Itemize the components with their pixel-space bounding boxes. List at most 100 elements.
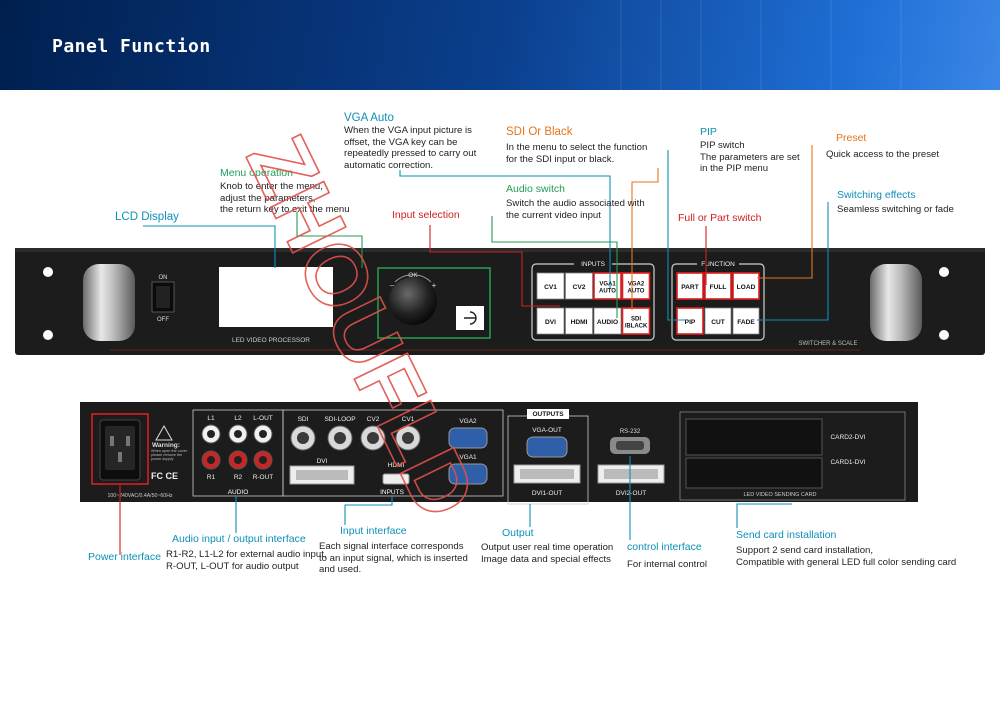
audio-port-l1[interactable]: L1 bbox=[201, 415, 221, 444]
svg-text:/BLACK: /BLACK bbox=[625, 324, 648, 330]
right-handle bbox=[870, 264, 922, 341]
full-button[interactable]: FULL bbox=[704, 272, 732, 300]
svg-text:SDI: SDI bbox=[631, 317, 641, 323]
svg-text:DVI2-OUT: DVI2-OUT bbox=[616, 490, 646, 497]
menu-knob[interactable] bbox=[389, 277, 437, 325]
control-interface-desc: For internal control bbox=[627, 559, 707, 570]
output-port-dvi1-out[interactable]: DVI1-OUT bbox=[513, 464, 581, 497]
pip-button[interactable]: PIP bbox=[676, 307, 704, 335]
input-port-hdmi[interactable]: HDMI bbox=[382, 462, 410, 485]
fade-button[interactable]: FADE bbox=[732, 307, 760, 335]
vga-auto-callout: VGA Auto bbox=[344, 112, 394, 124]
load-button[interactable]: LOAD bbox=[732, 272, 760, 300]
svg-text:R-OUT: R-OUT bbox=[253, 474, 274, 481]
card-slot-1[interactable] bbox=[685, 457, 823, 489]
svg-text:AUTO: AUTO bbox=[599, 289, 616, 295]
svg-text:LOAD: LOAD bbox=[737, 284, 756, 291]
left-handle bbox=[83, 264, 135, 341]
input-port-cv1[interactable]: CV1 bbox=[395, 416, 421, 451]
card-area-label: LED VIDEO SENDING CARD bbox=[743, 492, 816, 498]
svg-text:AUTO: AUTO bbox=[628, 289, 645, 295]
svg-text:FUNCTION: FUNCTION bbox=[701, 261, 735, 268]
output-port-vga-out[interactable]: VGA-OUT bbox=[526, 427, 568, 458]
leader-lines bbox=[119, 145, 829, 555]
svg-text:PIP: PIP bbox=[685, 319, 696, 326]
brand-right: SWITCHER & SCALE bbox=[798, 341, 857, 347]
svg-text:CV2: CV2 bbox=[573, 284, 586, 291]
return-icon bbox=[464, 311, 477, 325]
svg-text:SDI: SDI bbox=[298, 416, 309, 423]
rs232-label: RS-232 bbox=[620, 429, 641, 435]
lcd-display-callout: LCD Display bbox=[115, 211, 179, 223]
svg-text:VGA1: VGA1 bbox=[599, 282, 616, 288]
fcc-ce-logo: FC CE bbox=[151, 471, 178, 481]
svg-text:CUT: CUT bbox=[711, 319, 725, 326]
dvi-button[interactable]: DVI bbox=[536, 307, 565, 335]
input-interface-callout: Input interface bbox=[340, 525, 407, 537]
svg-text:VGA2: VGA2 bbox=[459, 418, 477, 425]
full-or-part-callout: Full or Part switch bbox=[678, 212, 762, 224]
page-title: Panel Function bbox=[52, 36, 211, 57]
audio-switch-callout: Audio switch bbox=[506, 183, 565, 195]
svg-text:CV1: CV1 bbox=[544, 284, 557, 291]
sdi-black-button[interactable]: SDI/BLACK bbox=[621, 307, 651, 335]
cv2-button[interactable]: CV2 bbox=[565, 272, 593, 300]
svg-text:VGA1: VGA1 bbox=[459, 454, 477, 461]
svg-text:+: + bbox=[432, 281, 437, 290]
lcd-display bbox=[219, 267, 333, 327]
header-banner: Panel Function bbox=[0, 0, 1000, 90]
input-port-vga1[interactable]: VGA1 bbox=[448, 454, 488, 485]
sdi-or-black-callout: SDI Or Black bbox=[506, 126, 573, 138]
audio-port-l2[interactable]: L2 bbox=[228, 415, 248, 444]
svg-text:AUDIO: AUDIO bbox=[597, 319, 618, 326]
audio-port-r1[interactable]: R1 bbox=[201, 450, 221, 481]
power-on-label: ON bbox=[159, 275, 168, 281]
audio-port-r-out[interactable]: R-OUT bbox=[253, 450, 274, 481]
function-buttons: PART FULL LOAD PIP CUT FADE bbox=[676, 272, 760, 335]
svg-text:–: – bbox=[390, 281, 395, 290]
input-port-cv2[interactable]: CV2 bbox=[360, 416, 386, 451]
input-selection-callout: Input selection bbox=[392, 209, 460, 221]
cv1-button[interactable]: CV1 bbox=[536, 272, 565, 300]
svg-text:CV2: CV2 bbox=[367, 416, 380, 423]
part-button[interactable]: PART bbox=[676, 272, 704, 300]
warning-text: When open the cover please remove the po… bbox=[151, 449, 188, 462]
audio-button[interactable]: AUDIO bbox=[593, 307, 622, 335]
cut-button[interactable]: CUT bbox=[704, 307, 732, 335]
audio-port-l-out[interactable]: L-OUT bbox=[253, 415, 273, 444]
power-rating: 100~240VAC/0.4A/50~60Hz bbox=[107, 493, 172, 499]
hdmi-button[interactable]: HDMI bbox=[565, 307, 593, 335]
card2-label: CARD2-DVI bbox=[830, 434, 865, 441]
card1-label: CARD1-DVI bbox=[830, 459, 865, 466]
svg-text:L2: L2 bbox=[234, 415, 242, 422]
svg-text:SDI-LOOP: SDI-LOOP bbox=[324, 416, 355, 423]
svg-text:HDMI: HDMI bbox=[388, 462, 405, 469]
send-card-callout: Send card installation bbox=[736, 529, 837, 541]
warning-icon bbox=[155, 424, 173, 441]
svg-text:FULL: FULL bbox=[710, 284, 727, 291]
audio-io-callout: Audio input / output interface bbox=[172, 533, 306, 545]
output-port-dvi2-out[interactable]: DVI2-OUT bbox=[597, 464, 665, 497]
pip-callout: PIP bbox=[700, 126, 717, 138]
send-card-desc: Support 2 send card installation,Compati… bbox=[736, 545, 957, 568]
rear-panel: Warning: When open the cover please remo… bbox=[80, 402, 918, 505]
power-interface-callout: Power interface bbox=[88, 551, 161, 563]
svg-text:DVI: DVI bbox=[317, 458, 328, 465]
control-interface-callout: control interface bbox=[627, 541, 702, 553]
input-port-sdi-loop[interactable]: SDI-LOOP bbox=[324, 416, 356, 451]
rear-inputs-title: INPUTS bbox=[380, 489, 405, 496]
card-slot-2[interactable] bbox=[685, 418, 823, 456]
input-port-vga2[interactable]: VGA2 bbox=[448, 418, 488, 449]
svg-text:VGA-OUT: VGA-OUT bbox=[532, 427, 562, 434]
input-port-dvi[interactable]: DVI bbox=[289, 458, 355, 485]
audio-port-r2[interactable]: R2 bbox=[228, 450, 248, 481]
input-port-sdi[interactable]: SDI bbox=[290, 416, 316, 451]
preset-callout: Preset bbox=[836, 132, 867, 144]
outputs-title: OUTPUTS bbox=[532, 411, 564, 418]
